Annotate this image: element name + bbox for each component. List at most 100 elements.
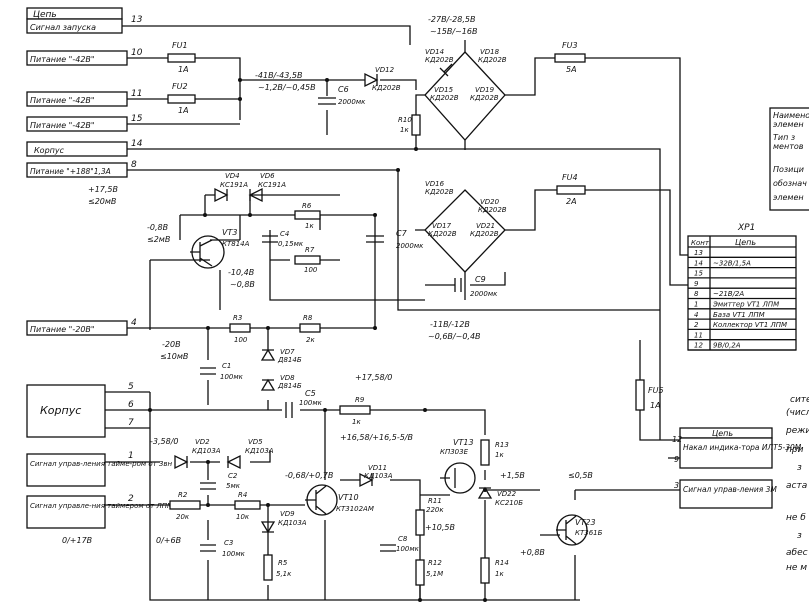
v-41b: ~1,2В/~0,45В xyxy=(258,83,316,92)
fu3-value: 5A xyxy=(566,65,577,74)
pin-10: 10 xyxy=(131,48,143,58)
svg-text:VD2: VD2 xyxy=(195,438,210,446)
svg-text:КД202В: КД202В xyxy=(478,206,507,214)
r10-resistor: R10 1к xyxy=(398,114,421,136)
voltage-labels: -27В/-28,5В ~15В/~16В -41В/-43,5В ~1,2В/… xyxy=(62,15,593,557)
c8-capacitor: С8 100мк xyxy=(380,535,420,553)
svg-text:2000мк: 2000мк xyxy=(470,290,498,298)
svg-text:С5: С5 xyxy=(305,389,316,398)
svg-text:VD15: VD15 xyxy=(434,86,454,94)
svg-text:5,1к: 5,1к xyxy=(276,570,292,578)
svg-text:2000мк: 2000мк xyxy=(338,98,366,106)
xp1-row-kont: 1 xyxy=(694,301,698,309)
svg-text:VD7: VD7 xyxy=(280,348,295,356)
fu5-label: FU5 xyxy=(648,386,664,395)
svg-text:R12: R12 xyxy=(428,559,442,567)
pin-11: 11 xyxy=(131,89,142,99)
r4-resistor: R4 10к xyxy=(234,491,261,521)
fu4-value: 2A xyxy=(566,197,577,206)
v-105: +10,5В xyxy=(425,523,455,532)
sig-upr-timer-label: Сигнал управ-ления тайме-ром от 3вн xyxy=(30,460,173,468)
pit42b-label: Питание "-42В" xyxy=(30,96,95,105)
signal-start-label: Сигнал запуска xyxy=(30,23,96,32)
fu5-value: 1A xyxy=(650,401,661,410)
pit188-label: Питание "+188"1,3А xyxy=(30,167,111,176)
svg-text:VD19: VD19 xyxy=(475,86,495,94)
pin-13: 13 xyxy=(131,15,143,25)
svg-text:С1: С1 xyxy=(222,362,231,370)
v-165: +16,58/+16,5-5/В xyxy=(340,433,413,442)
svg-text:1к: 1к xyxy=(495,570,504,578)
xp1-row-kont: 12 xyxy=(694,342,703,350)
xp1-row-tsep: Коллектор VT1 ЛПМ xyxy=(713,321,787,329)
r13-resistor: R13 1к xyxy=(480,439,509,466)
v-358: -3,58/0 xyxy=(150,437,178,446)
vd12-diode: VD12 КД202В xyxy=(364,66,401,92)
v-41: -41В/-43,5В xyxy=(255,71,302,80)
svg-text:не м: не м xyxy=(786,563,807,573)
c1-capacitor: С1 100мк xyxy=(200,362,244,381)
v-104b: ~0,8В xyxy=(230,280,255,289)
v-158: +1,5В xyxy=(500,471,525,480)
pin-7: 7 xyxy=(128,418,134,428)
svg-text:С2: С2 xyxy=(228,472,238,480)
svg-text:Тип з: Тип з xyxy=(773,133,795,142)
fu2-value: 1A xyxy=(178,106,189,115)
v-088: +0,8В xyxy=(520,548,545,557)
svg-text:з: з xyxy=(797,531,802,541)
pin-4: 4 xyxy=(131,318,137,328)
r7-resistor: R7 100 xyxy=(294,246,321,274)
svg-text:R2: R2 xyxy=(178,491,188,499)
svg-text:КТ361Б: КТ361Б xyxy=(575,529,603,537)
pit20-label: Питание "-20В" xyxy=(30,325,95,334)
svg-text:2к: 2к xyxy=(306,336,315,344)
svg-text:С7: С7 xyxy=(396,229,408,238)
r9-resistor: R9 1к xyxy=(339,396,371,426)
c5-capacitor: С5 100мк xyxy=(285,389,323,418)
pin-8: 8 xyxy=(131,160,137,170)
svg-text:R10: R10 xyxy=(398,116,412,124)
svg-text:VT23: VT23 xyxy=(575,518,596,527)
svg-text:5мк: 5мк xyxy=(226,482,241,490)
xp1-row-kont: 14 xyxy=(694,259,703,267)
svg-text:1к: 1к xyxy=(352,418,361,426)
v-175: +17,5В xyxy=(88,185,118,194)
svg-text:КП303Е: КП303Е xyxy=(440,448,469,456)
svg-text:1к: 1к xyxy=(495,451,504,459)
svg-text:КД103А: КД103А xyxy=(192,447,221,455)
v-175b: ≤20мВ xyxy=(88,197,116,206)
svg-text:1к: 1к xyxy=(305,222,314,230)
svg-text:КС191А: КС191А xyxy=(220,181,248,189)
svg-text:ментов: ментов xyxy=(773,142,804,151)
svg-text:R13: R13 xyxy=(495,441,509,449)
svg-text:R3: R3 xyxy=(233,314,242,322)
pin-14: 14 xyxy=(131,139,143,149)
svg-text:КТ814А: КТ814А xyxy=(222,240,250,248)
svg-text:з: з xyxy=(797,463,802,473)
svg-text:(числ: (числ xyxy=(786,408,809,418)
input-boxes: Цепь Сигнал запуска Питание "-42В" Питан… xyxy=(26,7,173,529)
svg-text:VD20: VD20 xyxy=(480,198,500,206)
svg-text:20к: 20к xyxy=(176,513,190,521)
components: С6 2000мк VD12 КД202В VD14 КД202В VD15 К… xyxy=(169,48,603,586)
svg-text:Наимено: Наимено xyxy=(773,111,809,120)
c9-capacitor: С9 2000мк xyxy=(454,275,498,298)
v-0-17: 0/+17В xyxy=(62,536,92,545)
svg-text:R11: R11 xyxy=(428,497,442,505)
xp1-row-tsep: ~21В/2А xyxy=(713,290,744,298)
svg-text:КД202В: КД202В xyxy=(425,56,454,64)
fuses: FU1 1A FU2 1A FU3 5A FU4 2A FU5 1A xyxy=(167,41,664,411)
c3-capacitor: С3 100мк xyxy=(200,539,246,558)
svg-text:VD4: VD4 xyxy=(225,172,240,180)
output-boxes: Цепь Накал индика-тора ИЛТ5-30М Сигнал у… xyxy=(668,427,802,509)
svg-text:элемен: элемен xyxy=(773,193,804,202)
svg-text:С3: С3 xyxy=(224,539,233,547)
korpus2-label: Корпус xyxy=(40,404,81,417)
r2-resistor: R2 20к xyxy=(169,491,201,521)
pin-2: 2 xyxy=(128,494,134,504)
fu3-label: FU3 xyxy=(562,41,578,50)
svg-text:Конт: Конт xyxy=(691,239,710,247)
